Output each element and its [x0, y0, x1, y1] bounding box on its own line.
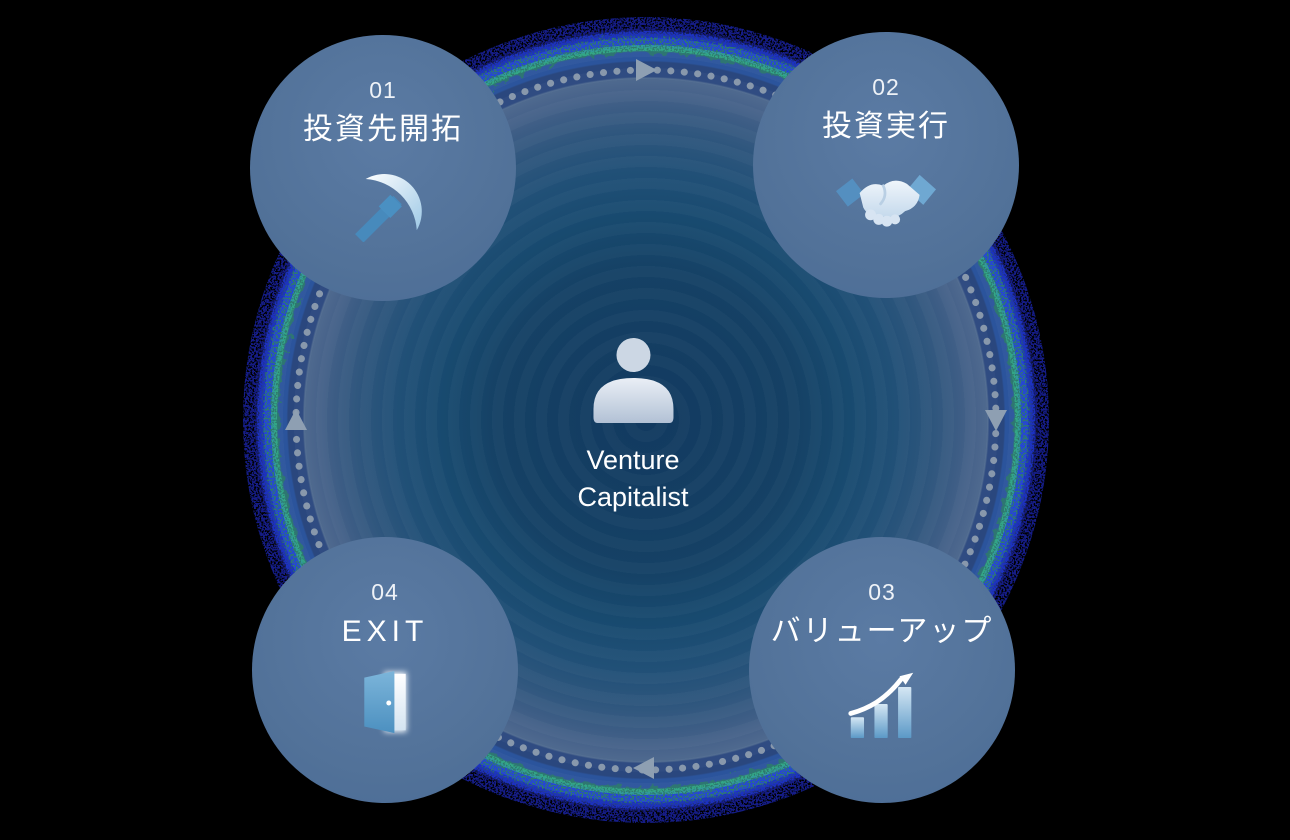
- step-title: EXIT: [341, 615, 429, 648]
- step-number: 02: [872, 74, 900, 100]
- step-title: バリューアップ: [770, 615, 994, 648]
- pickaxe-icon: [355, 173, 422, 242]
- growth-bars-icon: [848, 672, 914, 739]
- step-circle-01: 01 投資先開拓: [250, 35, 516, 301]
- cycle-arrow-bottom-icon: [633, 757, 654, 779]
- cycle-center: Venture Capitalist: [577, 337, 689, 516]
- cycle-arrow-top-icon: [636, 59, 657, 81]
- person-icon: [592, 338, 673, 423]
- step-circle-02: 02 投資実行: [753, 32, 1019, 298]
- step-circle-04: 04 EXIT: [252, 537, 518, 803]
- step-number: 03: [868, 579, 896, 605]
- cycle-arrow-right-icon: [985, 410, 1007, 431]
- center-title-line1: Venture: [586, 445, 680, 475]
- center-title: Venture Capitalist: [577, 442, 688, 516]
- cycle-arrow-left-icon: [285, 409, 307, 430]
- step-number: 01: [369, 77, 397, 103]
- center-title-line2: Capitalist: [577, 482, 689, 512]
- step-title: 投資実行: [822, 110, 950, 143]
- door-icon: [364, 671, 407, 734]
- step-circle-03: 03 バリューアップ: [749, 537, 1015, 803]
- step-number: 04: [371, 579, 399, 605]
- handshake-icon: [836, 174, 936, 227]
- cycle-arrows: [285, 59, 1007, 779]
- cycle-noise-edge: [243, 17, 1049, 823]
- step-title: 投資先開拓: [303, 113, 463, 146]
